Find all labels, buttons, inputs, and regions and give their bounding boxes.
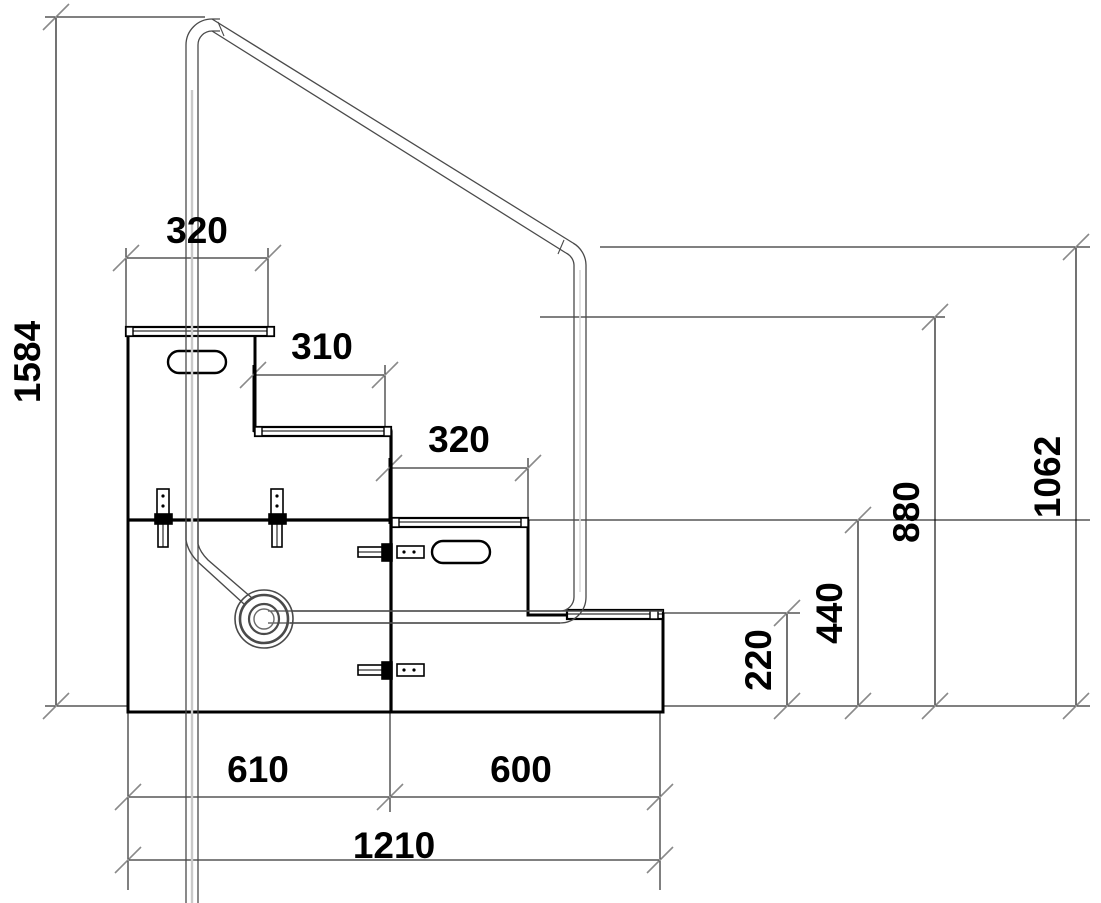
dim-label-600: 600 [490, 749, 552, 790]
dim-label-1062: 1062 [1027, 436, 1068, 518]
dim-label-320-mid: 320 [428, 419, 490, 460]
tread-lower [390, 516, 530, 529]
handrail-outer-edge [185, 18, 220, 903]
tread-top [124, 325, 276, 338]
handrail-bend-mark-1 [217, 21, 225, 37]
wheel-rim [238, 593, 290, 645]
handrail-slope-bottom [211, 30, 567, 254]
latch-bottom-right [357, 661, 425, 680]
latch-top-left [154, 488, 173, 548]
dimension-lines [55, 17, 1077, 861]
wheel-hub-outer [247, 602, 281, 636]
dim-label-1584: 1584 [7, 320, 48, 403]
dimension-ticks [42, 3, 1090, 874]
pivot-arm-lower [197, 520, 253, 599]
handrail-bend-mark-2 [557, 239, 565, 255]
handrail-elbow-upper [572, 242, 587, 597]
handrail-elbow-upper-inner [565, 252, 575, 597]
slot-top [166, 349, 228, 375]
dim-label-1210: 1210 [353, 825, 435, 866]
handrail-elbow-lower [268, 596, 587, 624]
dim-label-880: 880 [886, 481, 927, 543]
handrail-inner-edge [197, 30, 220, 903]
wheel-outer-ring [234, 589, 294, 649]
tread-middle [253, 425, 393, 438]
slot-lower [430, 539, 492, 565]
latch-mid-right [357, 543, 425, 562]
latch-top-right [268, 488, 287, 548]
pivot-arm-upper [185, 520, 245, 605]
dim-label-440: 440 [809, 582, 850, 644]
hand-slots [166, 349, 492, 565]
extension-lines [45, 16, 1090, 890]
tread-bottom [565, 608, 665, 621]
dim-label-320-top: 320 [166, 210, 228, 251]
dim-label-610: 610 [227, 749, 289, 790]
dim-label-310: 310 [291, 326, 353, 367]
pivot-arm-assembly [185, 520, 663, 624]
step-treads [124, 325, 665, 621]
dim-label-220: 220 [738, 629, 779, 691]
pivot-wheel [234, 589, 294, 649]
dimension-labels: 320 310 320 610 600 1210 1584 1062 880 4… [7, 210, 1068, 866]
handrail-slope-top [211, 18, 574, 244]
handrail-tube [185, 18, 587, 903]
wheel-bore [253, 608, 275, 630]
